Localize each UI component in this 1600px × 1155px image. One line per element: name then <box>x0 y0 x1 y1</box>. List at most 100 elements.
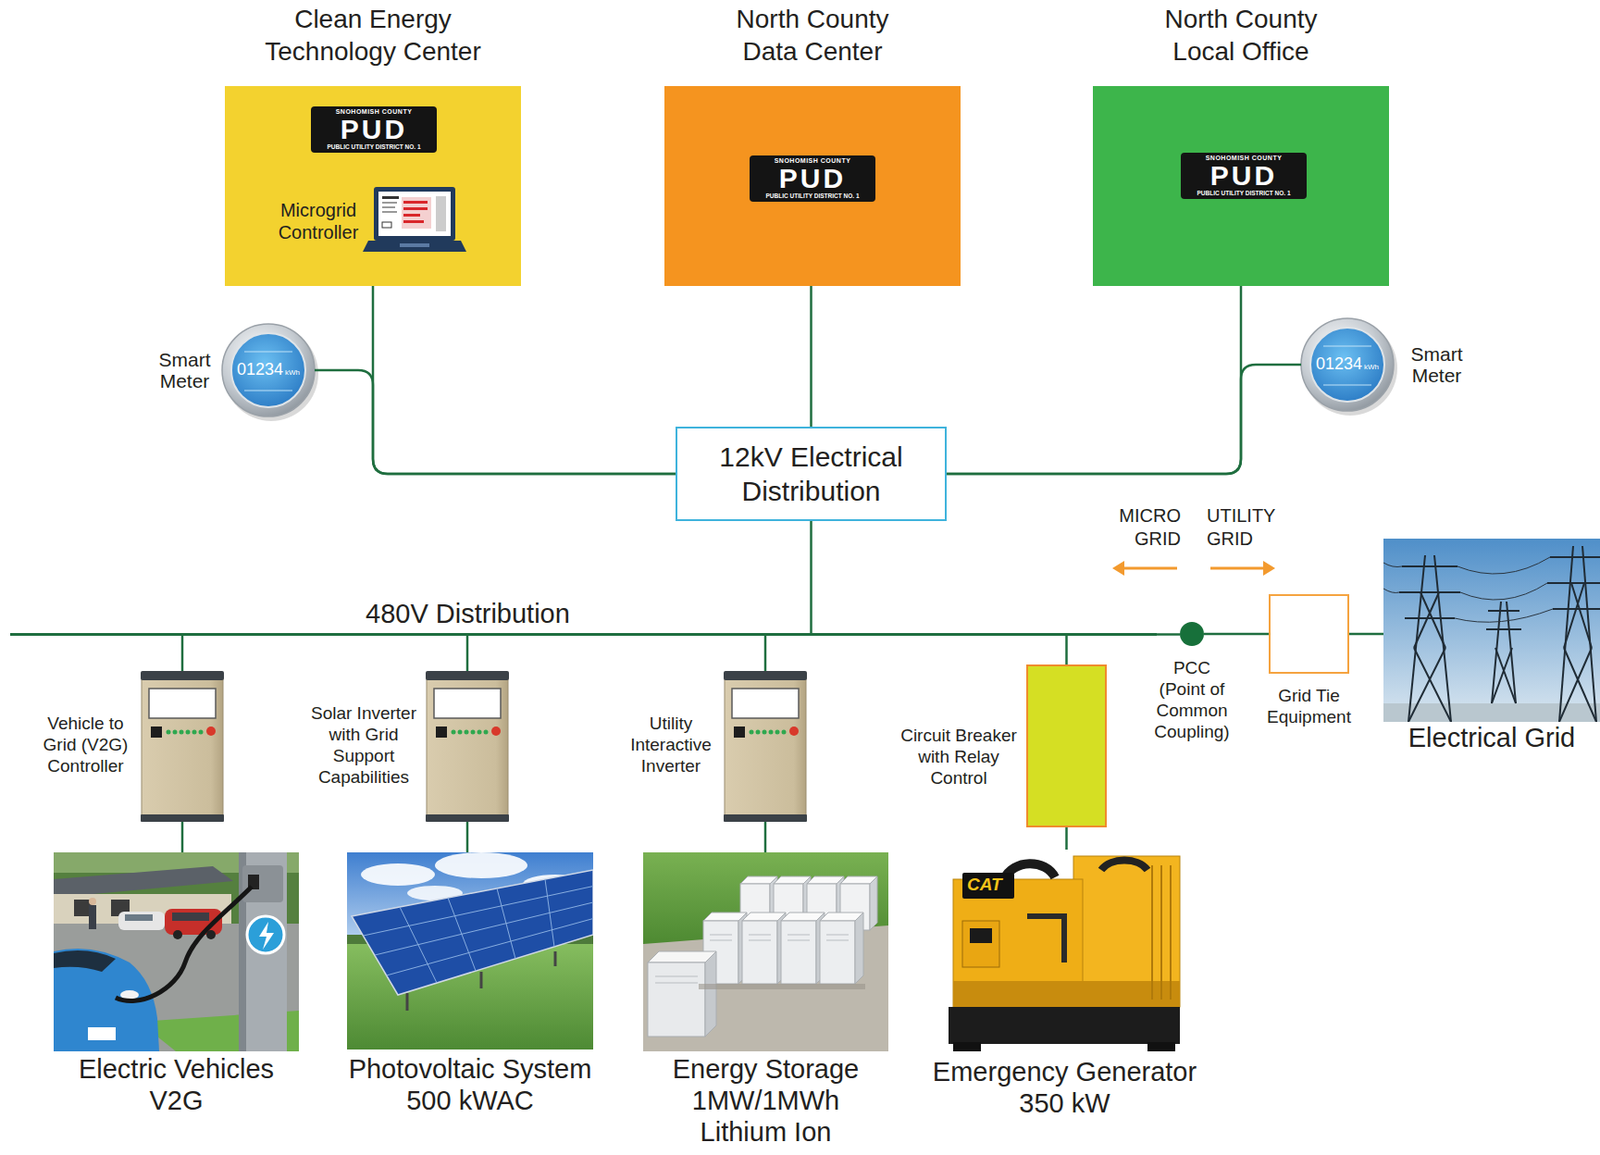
generator-photo <box>1160 865 1163 1000</box>
wire <box>946 364 1302 474</box>
battery-photo <box>647 962 706 1037</box>
grid-photo <box>1486 628 1522 631</box>
building-box: North County Data CenterSNOHOMISH COUNTY… <box>664 86 961 286</box>
direction-label: MICRO GRID <box>1114 504 1181 551</box>
wire <box>466 635 470 671</box>
brand-mark: CAT <box>967 873 1003 896</box>
ev-photo <box>247 916 285 954</box>
battery-photo <box>819 920 856 984</box>
laptop-icon <box>403 200 428 204</box>
building-heading: Clean Energy Technology Center <box>252 2 494 68</box>
bus-label: 480V Distribution <box>365 597 571 631</box>
battery-photo <box>781 920 817 984</box>
battery-photo <box>643 852 889 1052</box>
pv-photo <box>386 918 595 977</box>
ev-photo <box>53 852 299 1052</box>
grid-photo <box>1404 617 1455 620</box>
generator-photo <box>941 849 1189 1052</box>
generator-photo <box>969 928 993 943</box>
pv-photo <box>434 852 528 879</box>
bus-line: 480V Distribution <box>10 632 1157 636</box>
grid-photo <box>1408 555 1426 722</box>
wire <box>466 821 470 853</box>
generator-photo <box>953 980 1180 1007</box>
grid-photo <box>1460 582 1548 600</box>
ev-photo <box>172 912 210 921</box>
grid-photo <box>1383 562 1402 568</box>
generator-photo <box>1101 860 1148 871</box>
pv-photo <box>545 879 555 947</box>
meter-dial <box>1301 318 1398 416</box>
pv-photo <box>554 951 558 967</box>
grid-tie-box: Grid Tie Equipment <box>1268 594 1350 674</box>
ev-photo <box>88 905 97 930</box>
generator-photo <box>948 1006 1180 1044</box>
laptop-icon <box>403 220 424 224</box>
building-box: North County Local OfficeSNOHOMISH COUNT… <box>1092 86 1390 286</box>
inverter-cabinet <box>140 670 224 822</box>
pv-photo <box>406 992 410 1011</box>
photo-caption: Electric Vehicles V2G <box>67 1053 286 1117</box>
grid-photo <box>1413 647 1452 722</box>
logo-small-text: SNOHOMISH COUNTY <box>335 108 413 116</box>
battery-photo <box>647 876 878 1037</box>
laptop-icon <box>435 196 447 232</box>
photo-caption: Photovoltaic System 500 kWAC <box>338 1053 603 1117</box>
photo-frame: Electric Vehicles V2G <box>53 852 299 1052</box>
direction-arrow <box>1119 567 1178 571</box>
battery-photo <box>705 951 717 1037</box>
wire <box>1349 632 1384 636</box>
pv-photo <box>480 971 484 989</box>
pv-photo <box>351 869 594 995</box>
grid-photo <box>1399 545 1600 722</box>
grid-photo <box>1571 582 1592 648</box>
logo-small-text: PUBLIC UTILITY DISTRICT NO. 1 <box>766 192 860 200</box>
direction-label: UTILITY GRID <box>1206 504 1281 551</box>
laptop-icon <box>362 186 467 252</box>
battery-photo <box>709 934 732 936</box>
battery-photo <box>655 934 849 983</box>
laptop-icon <box>399 243 430 248</box>
utility-logo: SNOHOMISH COUNTYPUDPUBLIC UTILITY DISTRI… <box>749 155 876 202</box>
utility-logo: SNOHOMISH COUNTYPUDPUBLIC UTILITY DISTRI… <box>310 106 437 153</box>
grid-photo <box>1488 609 1520 612</box>
wire <box>764 821 768 853</box>
battery-photo <box>698 983 866 990</box>
ev-photo <box>88 897 97 906</box>
battery-photo <box>826 940 849 942</box>
pcc-label: PCC (Point of Common Coupling) <box>1150 657 1234 743</box>
pv-photo <box>360 863 435 886</box>
pv-photo <box>399 906 437 983</box>
logo-small-text: SNOHOMISH COUNTY <box>774 157 852 165</box>
meter-reading: 01234 <box>236 359 284 380</box>
wire <box>1156 632 1180 636</box>
battery-photo <box>869 876 878 931</box>
meter-reading: 01234 <box>1315 353 1363 374</box>
meter-unit: kWh <box>285 368 300 378</box>
logo-small-text: PUBLIC UTILITY DISTRICT NO. 1 <box>327 143 422 151</box>
generator-photo <box>1151 865 1154 1000</box>
wire <box>1065 635 1068 665</box>
grid-photo <box>1401 565 1458 568</box>
wire <box>314 370 676 474</box>
inverter-cabinet: Utility Interactive Inverter <box>724 670 807 822</box>
ev-photo <box>87 1027 116 1041</box>
building-box: Clean Energy Technology CenterMicrogrid … <box>224 86 521 286</box>
grid-photo <box>1399 591 1461 594</box>
ev-photo <box>242 865 284 903</box>
photo-caption: Electrical Grid <box>1408 721 1576 754</box>
ev-photo <box>53 950 116 972</box>
grid-photo <box>1383 557 1553 622</box>
laptop-icon <box>382 206 396 209</box>
logo-small-text: PUBLIC UTILITY DISTRICT NO. 1 <box>1197 189 1291 198</box>
battery-photo <box>787 940 810 942</box>
grid-photo <box>1434 555 1452 722</box>
inverter-cabinet: Solar Inverter with Grid Support Capabil… <box>426 670 509 822</box>
grid-tie-label: Grid Tie Equipment <box>1263 684 1356 728</box>
meter-label: Smart Meter <box>154 348 215 392</box>
building-heading: North County Local Office <box>1143 2 1339 68</box>
breaker-box: Circuit Breaker with Relay Control <box>1026 664 1107 828</box>
wire <box>946 285 1241 474</box>
pv-photo <box>347 852 594 1050</box>
